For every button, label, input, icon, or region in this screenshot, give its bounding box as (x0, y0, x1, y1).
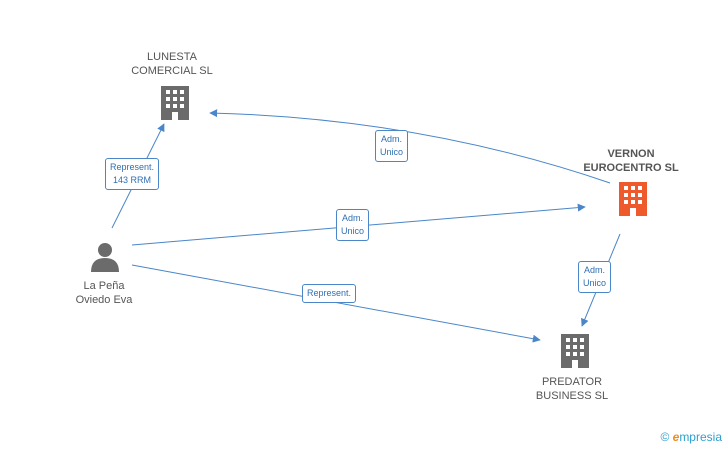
edge-label-vernon-lunesta: Adm. Unico (375, 130, 409, 162)
brand-logo: © empresia (660, 430, 722, 444)
edge-label-line: Represent. (110, 162, 155, 172)
edge-label-person-vernon: Adm. Unico (336, 209, 370, 241)
node-label-line: EUROCENTRO SL (583, 162, 679, 174)
building-icon[interactable] (161, 86, 189, 120)
node-label-line: Oviedo Eva (75, 294, 133, 306)
brand-initial: e (672, 430, 680, 444)
node-label-person[interactable]: La Peña Oviedo Eva (44, 279, 164, 307)
node-label-line: VERNON (607, 148, 655, 160)
edge-label-line: 143 RRM (113, 175, 152, 185)
node-label-line: COMERCIAL SL (131, 65, 213, 77)
building-icon[interactable] (619, 182, 647, 216)
edge-label-line: Adm. (584, 265, 606, 275)
person-icon[interactable] (91, 243, 119, 272)
node-label-line: PREDATOR (541, 376, 603, 388)
edge-label-line: Unico (380, 147, 404, 157)
edge-label-line: Adm. (381, 134, 403, 144)
building-icon[interactable] (561, 334, 589, 368)
edge-vernon-lunesta (209, 109, 611, 184)
node-label-predator[interactable]: PREDATOR BUSINESS SL (512, 375, 632, 403)
node-label-vernon[interactable]: VERNON EUROCENTRO SL (571, 147, 691, 175)
edge-label-vernon-predator: Adm. Unico (578, 261, 612, 293)
node-label-line: BUSINESS SL (535, 390, 609, 402)
brand-name: mpresia (679, 430, 722, 444)
edge-label-line: Unico (583, 278, 607, 288)
edge-label-line: Unico (341, 226, 365, 236)
edge-label-line: Represent. (307, 288, 352, 298)
node-label-line: LUNESTA (147, 51, 197, 63)
node-label-line: La Peña (83, 280, 125, 292)
edge-label-person-predator: Represent. (302, 284, 357, 303)
edge-label-person-lunesta: Represent. 143 RRM (105, 158, 160, 190)
node-label-lunesta[interactable]: LUNESTA COMERCIAL SL (112, 50, 232, 78)
edge-label-line: Adm. (342, 213, 364, 223)
copyright-symbol: © (660, 430, 670, 444)
